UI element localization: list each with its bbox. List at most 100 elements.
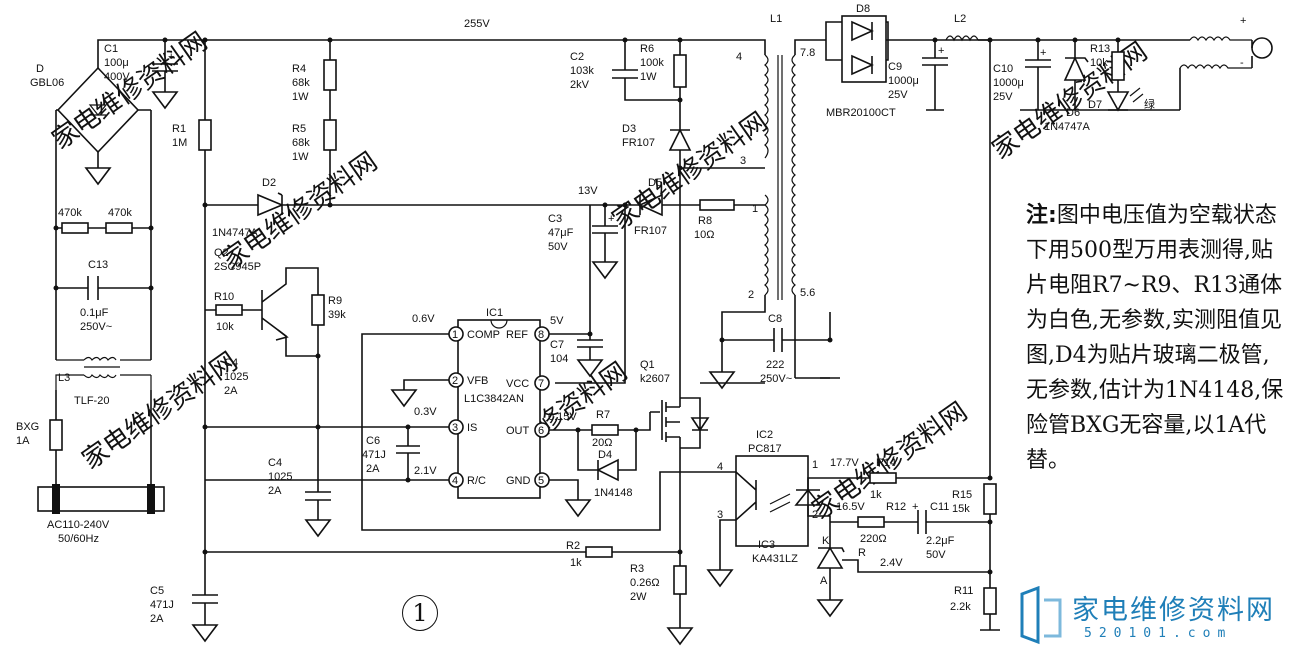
d5-label: D5 [648,177,662,189]
c9-label: C9 [888,61,902,73]
r470-value: 470k [58,207,82,219]
resistor-r15 [983,483,997,515]
vcc-to-pin7 [555,205,626,384]
sense-resistors: R2 1k R3 0.26Ω 2W [205,540,694,646]
c10-value: 1000μ [993,77,1024,89]
ic3-part: KA431LZ [752,553,798,565]
resistor-r9 [311,294,325,326]
output-plus: + [1240,15,1246,27]
resistor-r5 [323,119,337,151]
ic1-label: IC1 [486,307,503,319]
c1-cap [152,40,178,92]
d3-label: D3 [622,123,636,135]
output-connector: + - [1179,15,1273,110]
r4-power: 1W [292,91,309,103]
d6-part: 1N4747A [1044,121,1091,133]
c4a-value: 1025 [224,371,248,383]
v-out: 0.15V [548,411,577,423]
c2-volt: 2kV [570,79,590,91]
c5-label: C5 [150,585,164,597]
pin-vcc: VCC [506,378,529,390]
resistor-r4 [323,59,337,91]
c2-label: C2 [570,51,584,63]
c9-value: 1000μ [888,75,919,87]
svg-text:4: 4 [452,475,458,487]
d2-label: D2 [262,177,276,189]
pin-comp: COMP [467,329,500,341]
c9-volt: 25V [888,89,908,101]
d6-label: D6 [1066,107,1080,119]
d8-diode-a [851,20,874,42]
ic2-pin2: 2 [812,509,818,521]
output-choke [1189,36,1252,42]
svg-text:6: 6 [538,425,544,437]
svg-text:7: 7 [538,378,544,390]
c7-value: 104 [550,353,568,365]
d4-part: 1N4148 [594,487,633,499]
r15-value: 15k [952,503,970,515]
resistor-r10 [215,304,243,316]
input-rails [55,110,152,360]
zener-d6: D6 1N4747A [1044,40,1091,133]
figure-number: 1 [402,595,438,631]
ic1-controller: IC1 L1C3842AN 1 2 3 4 5 6 7 8 COMP VFB I… [361,205,720,531]
c3-label: C3 [548,213,562,225]
r5-value: 68k [292,137,310,149]
ground-symbol [151,91,179,110]
v-165: 16.5V [836,501,865,513]
r7-wire [549,412,651,431]
r13-value: 10k [1090,57,1108,69]
primary-winding [764,54,769,159]
c9-symbol [922,40,948,111]
c13-label: C13 [88,259,108,271]
ground-symbol [576,359,604,378]
r14-label: R14 [876,457,896,469]
r3-label: R3 [630,563,644,575]
ic3-anode-ground [816,568,844,618]
rail-voltage: 255V [464,18,490,30]
d8-label: D8 [856,3,870,15]
q2-transistor: R10 10k Q2 2SC945P R9 39k C4 1025 2A [205,247,346,427]
c3-volt: 50V [548,241,568,253]
d7-label: D7 [1088,99,1102,111]
r4-label: R4 [292,63,306,75]
c4a-volt: 2A [224,385,238,397]
r11-label: R11 [954,585,973,597]
l1-pin2: 2 [748,289,754,301]
q2-legs [261,267,319,357]
q2-label: Q2 [214,247,229,259]
watermark: 家电维修资料网 [76,346,242,475]
power-led: R13 10k D7 绿 [1088,40,1155,112]
c9-cap: + C9 1000μ 25V [888,40,948,111]
svg-text:5: 5 [538,475,544,487]
ic2-body [735,455,809,547]
comp-feedback-wire [361,333,720,531]
polarity-plus: + [608,213,614,225]
r470-value: 470k [108,207,132,219]
d4-label: D4 [598,449,612,461]
r3-value: 0.26Ω [630,577,660,589]
r3-power: 2W [630,591,647,603]
q1-label: Q1 [640,359,655,371]
r10-value: 10k [216,321,234,333]
c6-label: C6 [366,435,380,447]
ic3-k: K [822,535,830,547]
input-section: AC110-240V 50/60Hz BXG 1A L3 TLF-20 C13 … [16,37,205,545]
brand-url: 520101.com [1084,626,1233,641]
ac-pin [147,484,155,514]
v13-label: 13V [578,185,598,197]
c6-value: 471J [362,449,386,461]
bridge-part: GBL06 [30,77,64,89]
phototransistor [719,471,757,570]
ground-symbol [591,261,619,280]
transformer-l1: L1 4 3 1 2 7.8 5.6 [700,13,889,384]
v-comp: 0.6V [412,313,435,325]
c7-label: C7 [550,339,564,351]
resistor-r6 [673,54,687,88]
zener-d2 [257,192,285,217]
ic1-part: L1C3842AN [464,393,524,405]
c11-volt: 50V [926,549,946,561]
c10-cap: + C10 1000μ 25V [993,40,1180,111]
v-24: 2.4V [880,557,903,569]
